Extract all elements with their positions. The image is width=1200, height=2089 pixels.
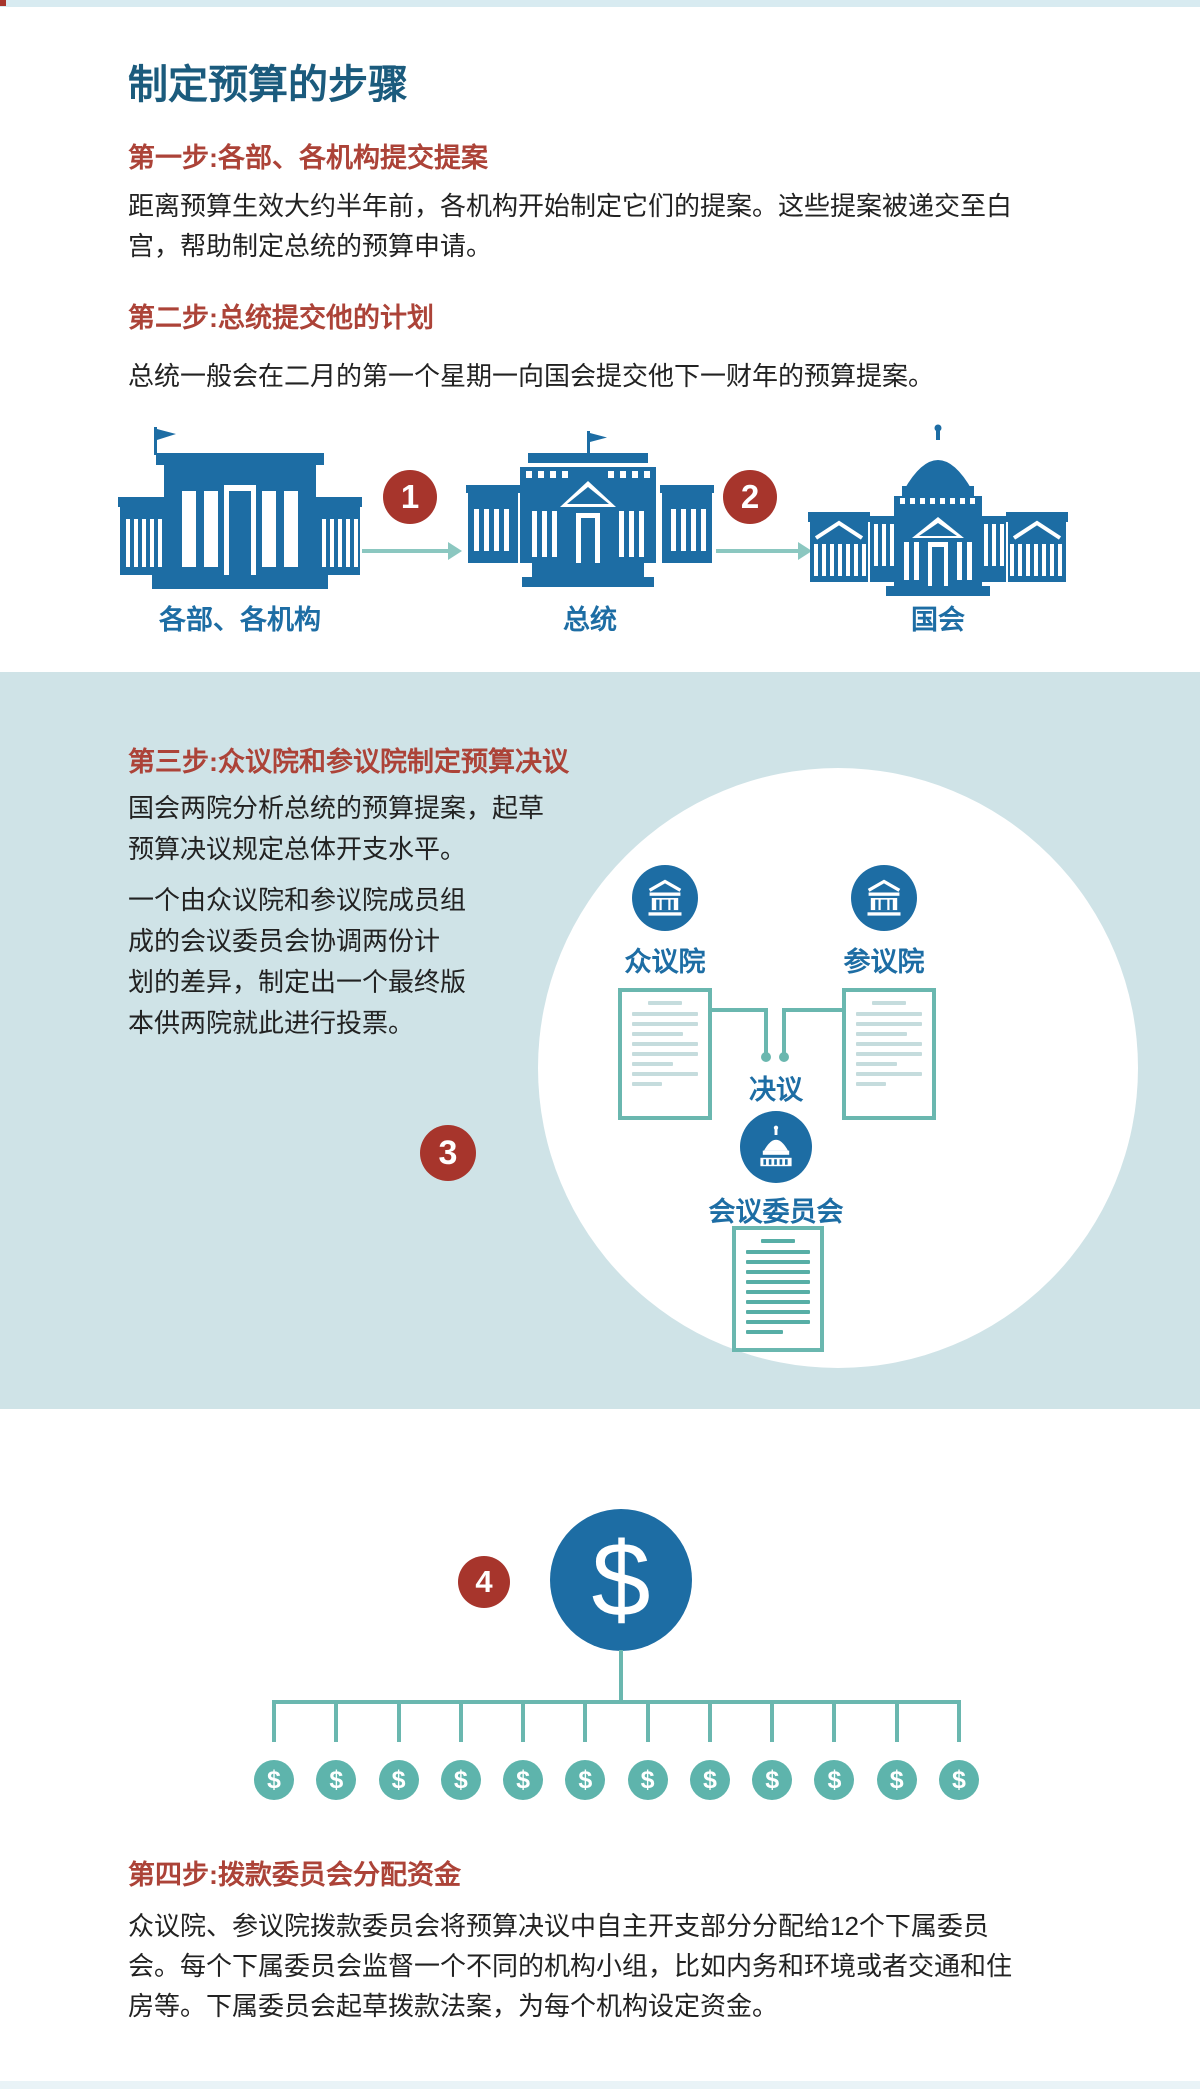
tree-branch-line: [458, 1700, 463, 1742]
tree-stem-line: [619, 1650, 623, 1702]
resolution-label: 决议: [749, 1075, 803, 1105]
tree-branch-line: [272, 1700, 276, 1742]
connector-line: [782, 1008, 786, 1054]
document-text-line: [746, 1270, 810, 1274]
tree-branch-line: [832, 1700, 837, 1742]
step4-heading: 第四步:拨款委员会分配资金: [128, 1860, 461, 1890]
document-text-line: [856, 1032, 908, 1036]
step3-paragraph2: 一个由众议院和参议院成员组 成的会议委员会协调两份计 划的差异，制定出一个最终版…: [128, 885, 467, 1038]
step2-number-badge: 2: [723, 470, 777, 524]
dollar-coin-icon: $: [565, 1760, 606, 1800]
document-text-line: [632, 1012, 698, 1016]
house-label: 众议院: [624, 947, 706, 977]
tree-branch-line: [583, 1700, 588, 1742]
government-building-icon: [118, 427, 362, 598]
document-text-line: [871, 1001, 907, 1005]
connector-dot: [779, 1052, 789, 1062]
document-text-line: [632, 1052, 698, 1056]
step2-heading: 第二步:总统提交他的计划: [128, 303, 434, 333]
arrow-right-head-icon: [798, 542, 812, 560]
house-classical-building-icon: [632, 865, 698, 931]
document-text-line: [856, 1012, 922, 1016]
document-text-line: [632, 1082, 663, 1086]
arrow-right-head-icon: [448, 542, 462, 560]
step1-number-badge: 1: [383, 470, 437, 524]
document-text-line: [632, 1022, 698, 1026]
flow-node-label-agencies: 各部、各机构: [159, 605, 321, 635]
dollar-coin-icon: $: [752, 1760, 793, 1800]
senate-label: 参议院: [843, 947, 925, 977]
tree-horizontal-line: [274, 1700, 959, 1704]
document-text-line: [856, 1042, 922, 1046]
flow-node-label-president: 总统: [563, 605, 617, 635]
document-text-line: [647, 1001, 683, 1005]
dollar-coin-icon: $: [254, 1760, 294, 1800]
capitol-building-icon: [808, 424, 1068, 601]
connector-line: [786, 1008, 842, 1012]
senate-budget-document-icon: [842, 988, 936, 1120]
document-text-line: [746, 1290, 810, 1294]
step3-number-badge: 3: [420, 1125, 476, 1181]
tree-branch-line: [521, 1700, 526, 1742]
step4-number-badge: 4: [458, 1556, 510, 1608]
tree-branch-line: [770, 1700, 775, 1742]
connector-line: [712, 1008, 768, 1012]
document-text-line: [746, 1330, 784, 1334]
document-text-line: [632, 1072, 698, 1076]
page-title: 制定预算的步骤: [128, 63, 408, 107]
document-text-line: [632, 1062, 673, 1066]
tree-branch-line: [707, 1700, 712, 1742]
document-text-line: [746, 1310, 810, 1314]
dollar-coin-icon: $: [814, 1760, 855, 1800]
dollar-coin-icon: $: [876, 1760, 917, 1800]
dollar-coin-icon: $: [378, 1760, 419, 1800]
step3-paragraph1: 国会两院分析总统的预算提案，起草 预算决议规定总体开支水平。: [128, 793, 545, 864]
connector-dot: [761, 1052, 771, 1062]
arrow-right-icon: [362, 549, 448, 553]
dollar-coin-icon: $: [689, 1760, 730, 1800]
document-text-line: [761, 1239, 795, 1243]
document-text-line: [746, 1280, 810, 1284]
document-text-line: [856, 1022, 922, 1026]
bottom-accent-strip: [0, 2081, 1200, 2089]
white-house-icon: [466, 431, 714, 594]
dollar-sign-icon: $: [550, 1509, 692, 1651]
house-budget-document-icon: [618, 988, 712, 1120]
tree-branch-line: [957, 1700, 961, 1742]
arrow-right-icon: [716, 549, 798, 553]
document-text-line: [856, 1082, 887, 1086]
tree-branch-line: [334, 1700, 339, 1742]
step3-heading: 第三步:众议院和参议院制定预算决议: [128, 747, 569, 777]
tree-branch-line: [894, 1700, 899, 1742]
corner-mark: [0, 0, 6, 6]
document-text-line: [856, 1062, 897, 1066]
tree-branch-line: [396, 1700, 401, 1742]
document-text-line: [856, 1072, 922, 1076]
senate-classical-building-icon: [851, 865, 917, 931]
step1-body-text: 距离预算生效大约半年前，各机构开始制定它们的提案。这些提案被递交至白 宫，帮助制…: [128, 191, 1013, 261]
step1-heading: 第一步:各部、各机构提交提案: [128, 143, 488, 173]
capitol-dome-icon: [740, 1111, 812, 1183]
document-text-line: [632, 1032, 684, 1036]
step4-body-text: 众议院、参议院拨款委员会将预算决议中自主开支部分分配给12个下属委员 会。每个下…: [128, 1911, 1013, 2021]
dollar-coin-icon: $: [503, 1760, 544, 1800]
document-text-line: [746, 1260, 810, 1264]
committee-label: 会议委员会: [708, 1197, 844, 1227]
top-accent-strip: [0, 0, 1200, 7]
document-text-line: [746, 1250, 810, 1254]
dollar-coin-icon: $: [440, 1760, 481, 1800]
connector-line: [764, 1008, 768, 1054]
tree-branch-line: [645, 1700, 650, 1742]
dollar-coin-icon: $: [939, 1760, 979, 1800]
document-text-line: [746, 1300, 810, 1304]
dollar-coin-icon: $: [316, 1760, 357, 1800]
flow-node-label-congress: 国会: [911, 605, 965, 635]
step2-body-text: 总统一般会在二月的第一个星期一向国会提交他下一财年的预算提案。: [128, 361, 935, 391]
dollar-coin-icon: $: [627, 1760, 668, 1800]
document-text-line: [746, 1320, 810, 1324]
document-text-line: [632, 1042, 698, 1046]
final-resolution-document-icon: [732, 1226, 824, 1352]
document-text-line: [856, 1052, 922, 1056]
